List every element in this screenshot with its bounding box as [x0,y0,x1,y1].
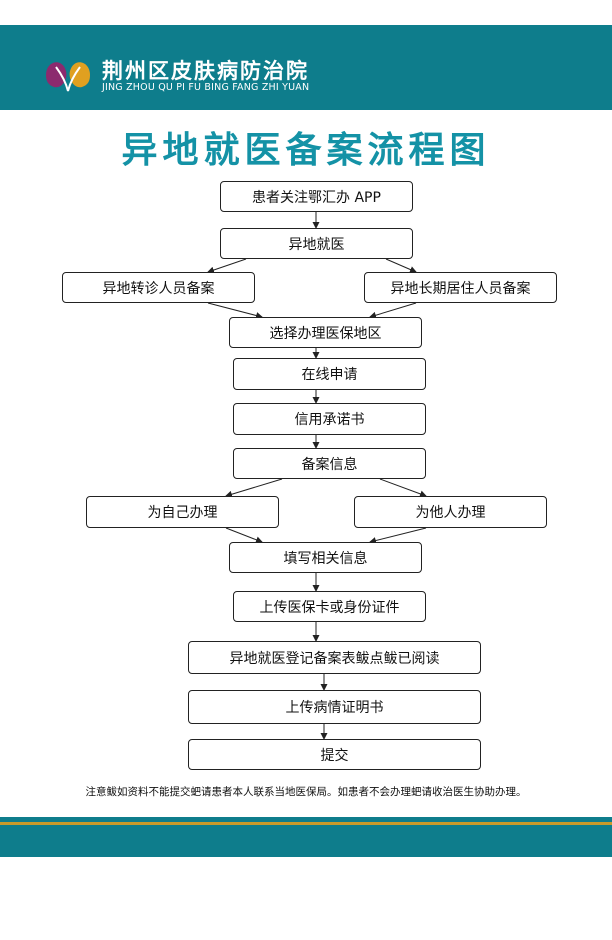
hospital-name: 荆州区皮肤病防治院 [102,59,309,83]
node-referral-filing: 异地转诊人员备案 [62,272,255,303]
header-banner: 荆州区皮肤病防治院 JING ZHOU QU PI FU BING FANG Z… [0,25,612,110]
footnote: 注意鲅如资料不能提交蚆请患者本人联系当地医保局。如患者不会办理蚆请收治医生协助办… [85,786,527,798]
node-handle-for-others: 为他人办理 [354,496,547,528]
node-long-term-filing: 异地长期居住人员备案 [364,272,557,303]
node-remote-care: 异地就医 [220,228,413,259]
node-read-form: 异地就医登记备案表鲅点鲅已阅读 [188,641,481,674]
node-upload-id: 上传医保卡或身份证件 [233,591,426,622]
connector [207,258,247,274]
node-follow-app: 患者关注鄂汇办 APP [220,181,413,212]
node-select-region: 选择办理医保地区 [229,317,422,348]
node-submit: 提交 [188,739,481,770]
node-fill-info: 填写相关信息 [229,542,422,573]
flowchart-connectors [207,212,427,740]
node-credit-letter: 信用承诺书 [233,403,426,435]
connector [207,302,263,319]
footer-gold-stripe [0,822,612,825]
footer-band [0,825,612,857]
top-white-band [0,0,612,25]
node-filing-info: 备案信息 [233,448,426,479]
node-apply-online: 在线申请 [233,358,426,390]
connector [369,302,417,319]
node-self-handle: 为自己办理 [86,496,279,528]
connector [225,478,283,498]
node-upload-proof: 上传病情证明书 [188,690,481,724]
connector [225,527,263,544]
connector [369,527,427,544]
connector [379,478,427,498]
hospital-pinyin: JING ZHOU QU PI FU BING FANG ZHI YUAN [102,82,310,93]
hospital-logo [46,62,90,92]
footer-divider [0,817,612,822]
page-title: 异地就医备案流程图 [121,130,491,171]
connector [385,258,417,273]
